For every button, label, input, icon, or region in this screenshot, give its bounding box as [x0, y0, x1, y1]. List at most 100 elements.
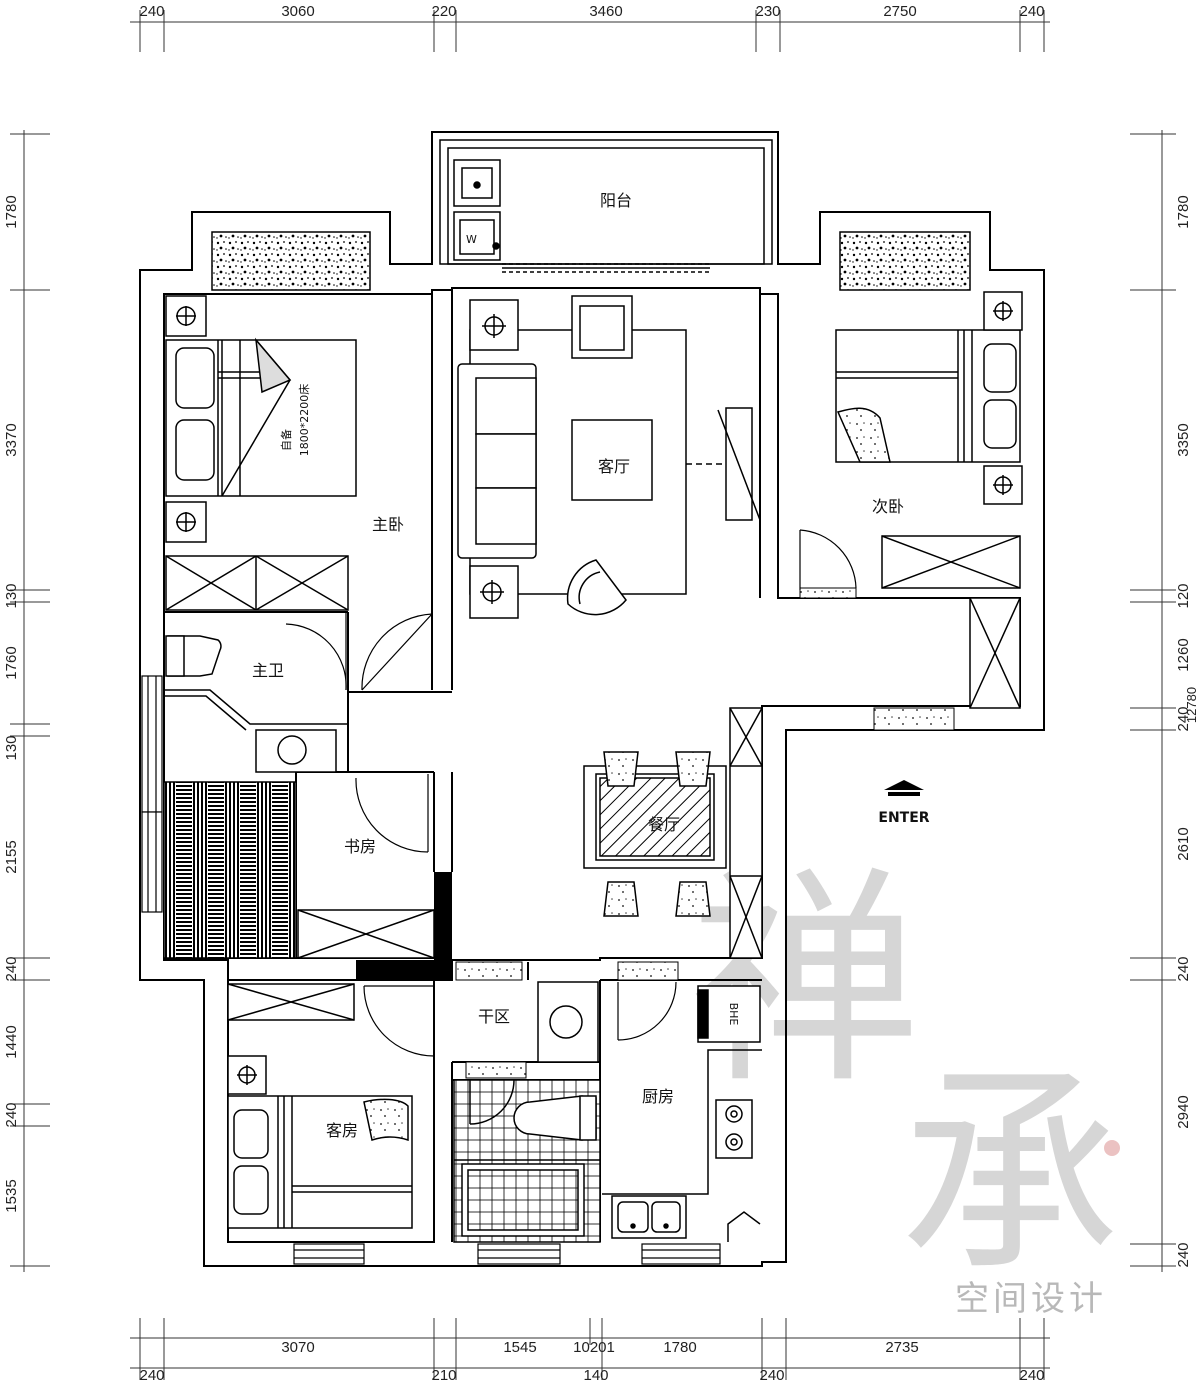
- dim-top-5: 230: [755, 3, 780, 20]
- top-dimensions: 240 3060 220 3460 230 2750 240: [139, 3, 1044, 20]
- second-bed: [835, 329, 1021, 463]
- living-furniture: [457, 295, 761, 619]
- dim-right-7: 240: [1175, 956, 1192, 981]
- right-dimensions: 1780 3350 120 1260 240 12780 2610 240 29…: [1175, 195, 1199, 1267]
- watermark: 禅 承: [690, 848, 1120, 1302]
- dim-left-8: 1440: [3, 1025, 20, 1058]
- dim-bottom-lower-2: 210: [431, 1367, 456, 1382]
- dim-left-9: 240: [3, 1102, 20, 1127]
- threshold-entry: [873, 707, 955, 731]
- room-label-dining: 餐厅: [648, 815, 680, 834]
- dim-bottom-lower-1: 240: [139, 1367, 164, 1382]
- dim-bottom-upper-1: 3070: [281, 1339, 314, 1356]
- dim-left-4: 1760: [3, 646, 20, 679]
- entry-arrow-icon: [884, 780, 924, 796]
- dim-bottom-upper-4: 1780: [663, 1339, 696, 1356]
- dim-left-1: 1780: [3, 195, 20, 228]
- dining-chair-icon: [675, 881, 711, 917]
- master-bedroom-door: [361, 613, 433, 691]
- lounge-chair-icon: [566, 559, 627, 616]
- second-wardrobe: [881, 535, 1021, 589]
- master-bath-fixtures: [164, 635, 348, 773]
- flue-icon: [727, 1211, 761, 1242]
- guest-room-door: [363, 985, 435, 1057]
- fridge-mark: BHE: [727, 1003, 740, 1026]
- dim-right-total: 12780: [1184, 687, 1199, 723]
- dining-sideboard-icon: [729, 707, 763, 959]
- study-door: [355, 774, 429, 853]
- threshold-bath: [465, 1061, 527, 1079]
- master-nightstands: [165, 295, 207, 543]
- dim-left-10: 1535: [3, 1179, 20, 1212]
- second-bedroom-door: [799, 529, 857, 590]
- dim-right-9: 240: [1175, 1242, 1192, 1267]
- master-wardrobe: [165, 555, 349, 611]
- windows: [141, 675, 721, 1265]
- dimension-lines: [10, 10, 1176, 1380]
- entry-label: ENTER: [878, 810, 929, 826]
- threshold-kitchen: [617, 961, 679, 981]
- guest-room-furniture: [227, 983, 413, 1229]
- dim-right-3: 120: [1175, 583, 1192, 608]
- washer-mark: W: [466, 233, 477, 246]
- left-dimensions: 1780 3370 130 1760 130 2155 240 1440 240…: [3, 195, 20, 1212]
- room-label-kitchen: 厨房: [642, 1087, 674, 1106]
- watermark-subtitle: 空间设计: [955, 1279, 1107, 1319]
- room-label-study: 书房: [344, 837, 376, 856]
- dim-left-3: 130: [3, 583, 20, 608]
- kitchen-door: [617, 981, 677, 1041]
- watermark-seal-dot: [1104, 1140, 1120, 1156]
- room-labels: 阳台 客厅 主卧 次卧 主卫 书房 餐厅 干区 厨房 客房: [252, 191, 904, 1140]
- dim-bottom-lower-3: 140: [583, 1367, 608, 1382]
- threshold-dry-area: [455, 961, 523, 981]
- room-label-second-bedroom: 次卧: [872, 497, 904, 516]
- second-nightstands: [983, 291, 1023, 505]
- room-label-guest-room: 客房: [326, 1121, 358, 1140]
- dim-top-3: 220: [431, 3, 456, 20]
- dim-bottom-upper-3: 10201: [573, 1339, 615, 1356]
- structural-beam: [356, 960, 452, 980]
- room-label-master-bath: 主卫: [252, 661, 284, 680]
- dim-top-6: 2750: [883, 3, 916, 20]
- dim-top-1: 240: [139, 3, 164, 20]
- dim-left-7: 240: [3, 956, 20, 981]
- study-cabinet: [297, 909, 435, 959]
- wardrobe-icon: [165, 555, 349, 611]
- dim-bottom-lower-4: 240: [759, 1367, 784, 1382]
- dining-chair-icon: [603, 751, 639, 787]
- dry-area-fixtures: [433, 981, 599, 1063]
- master-bath-door: [285, 612, 347, 691]
- dining-furniture: [583, 707, 763, 959]
- dim-top-7: 240: [1019, 3, 1044, 20]
- bed-note-size: 1800*2200床: [297, 384, 311, 457]
- planter-right: [839, 231, 971, 291]
- dim-left-2: 3370: [3, 423, 20, 456]
- planter-left: [211, 231, 371, 291]
- balcony-frame: [439, 139, 773, 273]
- bed-note-self-supplied: 自备: [279, 429, 293, 451]
- dim-bottom-upper-2: 1545: [503, 1339, 536, 1356]
- structural-column: [434, 872, 452, 978]
- dim-right-6: 2610: [1175, 827, 1192, 860]
- dim-right-1: 1780: [1175, 195, 1192, 228]
- dim-bottom-upper-5: 2735: [885, 1339, 918, 1356]
- dim-right-4: 1260: [1175, 638, 1192, 671]
- watermark-logo-char-1: 禅: [690, 848, 920, 1115]
- room-label-master-bedroom: 主卧: [372, 515, 404, 534]
- room-label-balcony: 阳台: [600, 191, 632, 210]
- balcony-fixtures: [453, 159, 501, 261]
- kitchen-fixtures: [602, 985, 762, 1242]
- bottom-dimensions: 3070 1545 10201 1780 2735 240 210 140 24…: [139, 1339, 1044, 1382]
- guest-bath-fixtures: [454, 1079, 600, 1237]
- watermark-logo-char-2: 承: [900, 1046, 1120, 1302]
- dim-bottom-lower-5: 240: [1019, 1367, 1044, 1382]
- room-label-living-room: 客厅: [598, 457, 630, 476]
- dim-right-5: 240: [1175, 706, 1192, 731]
- study-tatami-floor: [163, 781, 297, 959]
- threshold-second-bedroom: [799, 587, 857, 599]
- entry-cabinet: [969, 597, 1021, 709]
- dining-chair-icon: [675, 751, 711, 787]
- dining-chair-icon: [603, 881, 639, 917]
- dim-right-8: 2940: [1175, 1095, 1192, 1128]
- master-bed: [165, 337, 357, 497]
